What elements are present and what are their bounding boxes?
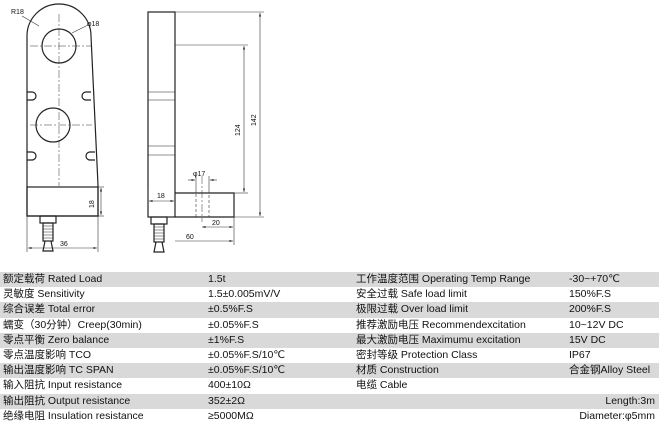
- total-height-label: 142: [251, 114, 258, 126]
- spec-label: 零点平衡 Zero balance: [0, 332, 205, 348]
- spec-label: 电缆 Cable: [353, 378, 566, 394]
- spec-label: 输出温度影响 TC SPAN: [0, 363, 205, 379]
- foot-length-label: 60: [186, 234, 194, 241]
- spec-label: 综合误差 Total error: [0, 302, 205, 318]
- foot-hole-label: φ17: [193, 171, 205, 178]
- side-view: φ17 18 60 20 124 142: [147, 11, 264, 253]
- spec-value: 合金钢Alloy Steel: [566, 363, 659, 379]
- spec-label: 最大激励电压 Maximumu excitation: [353, 332, 566, 348]
- spec-value: 1.5t: [205, 272, 353, 288]
- hole-diameter-label: φ18: [87, 21, 99, 28]
- spec-value: ±0.05%F.S/10℃: [205, 363, 353, 379]
- spec-label: 零点温度影响 TCO: [0, 347, 205, 364]
- spec-value: Length:3m: [566, 393, 659, 409]
- spec-value: ±1%F.S: [205, 332, 353, 348]
- spec-value: 200%F.S: [566, 302, 659, 318]
- spec-value: 352±2Ω: [205, 393, 353, 409]
- spec-value: -30~+70℃: [566, 272, 659, 288]
- base-width-label: 36: [60, 241, 68, 248]
- spec-row: 绝缘电阻 Insulation resistance≥5000MΩ Diamete…: [0, 408, 659, 424]
- spec-value: 150%F.S: [566, 287, 659, 303]
- technical-drawing: R18 φ18 18 36 φ17: [11, 3, 264, 253]
- spec-value: ±0.05%F.S/10℃: [205, 347, 353, 364]
- side-view-body: [147, 11, 176, 218]
- spec-label: 灵敏度 Sensitivity: [0, 287, 205, 303]
- spec-value: ±0.05%F.S: [205, 317, 353, 333]
- spec-label: 输入阻抗 Input resistance: [0, 378, 205, 394]
- spec-label: 额定载荷 Rated Load: [0, 272, 205, 288]
- spec-value: ≥5000MΩ: [205, 408, 353, 424]
- inner-height-label: 124: [235, 124, 242, 136]
- spec-value: [566, 378, 659, 394]
- spec-label: 安全过载 Safe load limit: [353, 287, 566, 303]
- spec-label: 绝缘电阻 Insulation resistance: [0, 408, 205, 424]
- base-height-label: 18: [89, 200, 96, 208]
- front-view: R18 φ18 18 36: [11, 3, 104, 252]
- spec-value: 400±10Ω: [205, 378, 353, 394]
- side-view-foot: [175, 192, 235, 218]
- side-cable-gland: [150, 216, 168, 253]
- spec-label: 输出阻抗 Output resistance: [0, 393, 205, 409]
- front-view-outline: [26, 3, 99, 217]
- spec-value: ±0.5%F.S: [205, 302, 353, 318]
- side-bolts: [27, 91, 95, 161]
- spec-label: 蠕变（30分钟）Creep(30min): [0, 317, 205, 333]
- spec-label: 极限过载 Over load limit: [353, 302, 566, 318]
- radius-label: R18: [11, 9, 24, 16]
- spec-value: IP67: [566, 347, 659, 364]
- spec-label: 推荐激励电压 Recommendexcitation: [353, 317, 566, 333]
- spec-label: [353, 408, 566, 424]
- front-cable-gland: [39, 215, 57, 252]
- spec-label: 密封等级 Protection Class: [353, 347, 566, 364]
- spec-value: Diameter:φ5mm: [566, 408, 659, 424]
- spec-value: 1.5±0.005mV/V: [205, 287, 353, 303]
- front-view-base: [26, 186, 99, 217]
- spec-label: 工作温度范围 Operating Temp Range: [353, 272, 566, 288]
- foot-width-label: 18: [157, 193, 165, 200]
- spec-value: 10~12V DC: [566, 317, 659, 333]
- spec-label: 材质 Construction: [353, 363, 566, 379]
- foot-offset-label: 20: [212, 220, 220, 227]
- spec-label: [353, 393, 566, 409]
- spec-value: 15V DC: [566, 332, 659, 348]
